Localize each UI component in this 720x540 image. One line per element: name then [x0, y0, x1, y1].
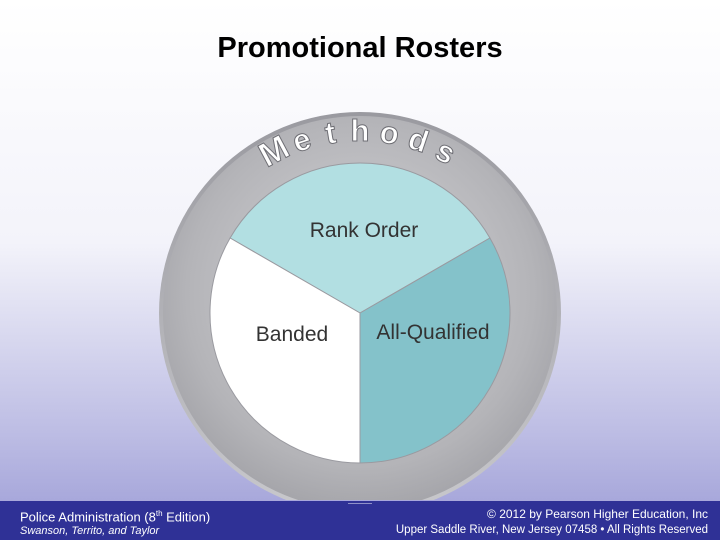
copyright: © 2012 by Pearson Higher Education, Inc — [487, 507, 708, 521]
publisher-address: Upper Saddle River, New Jersey 07458 • A… — [395, 524, 708, 536]
pie-segments — [209, 162, 511, 464]
footer-bar: Police Administration (8th Edition) Swan… — [0, 501, 720, 540]
segment-all-qualified — [359, 237, 511, 464]
segment-rank-order — [229, 162, 491, 314]
segment-label-banded: Banded — [256, 323, 328, 346]
segment-banded — [209, 237, 361, 464]
segment-label-all-qualified: All-Qualified — [376, 321, 489, 344]
authors: Swanson, Territo, and Taylor — [20, 525, 160, 537]
ring-label-letter: h — [351, 113, 370, 148]
footer-divider — [348, 503, 372, 504]
slide-title: Promotional Rosters — [217, 32, 503, 64]
book-title: Police Administration (8th Edition) — [20, 509, 211, 525]
segment-label-rank-order: Rank Order — [310, 219, 419, 242]
